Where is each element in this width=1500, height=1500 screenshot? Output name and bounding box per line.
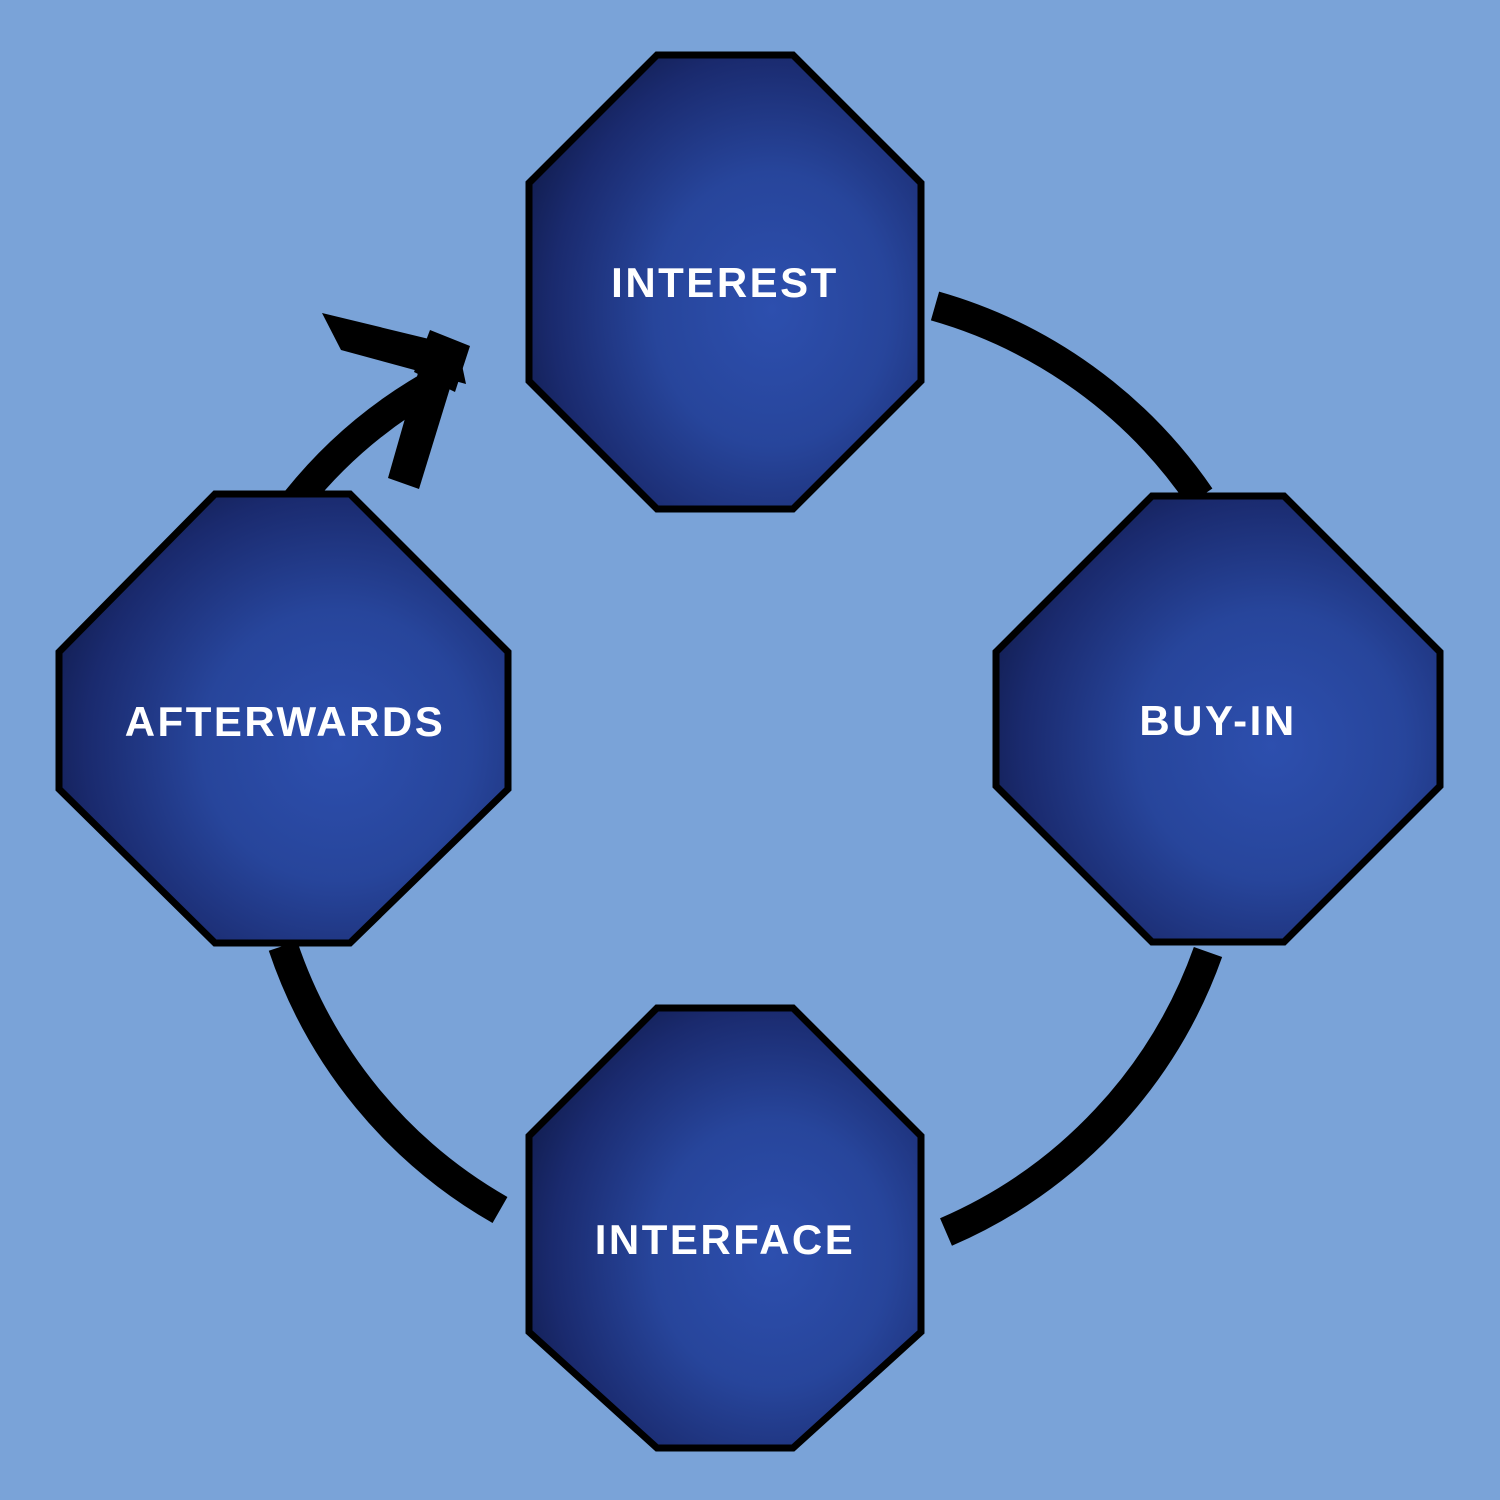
octagon-nodes — [55, 51, 1444, 1452]
arrowhead-icon — [322, 313, 470, 489]
node-interface-shape[interactable] — [525, 1004, 925, 1452]
node-interest-shape[interactable] — [525, 51, 925, 513]
arc-interest-to-buyin — [930, 291, 1213, 506]
node-buyin-shape[interactable] — [992, 492, 1444, 946]
arc-interface-to-afterwards — [268, 941, 508, 1224]
connector-arcs — [268, 291, 1223, 1246]
node-afterwards-shape[interactable] — [55, 490, 512, 947]
arc-buyin-to-interface — [940, 946, 1223, 1246]
